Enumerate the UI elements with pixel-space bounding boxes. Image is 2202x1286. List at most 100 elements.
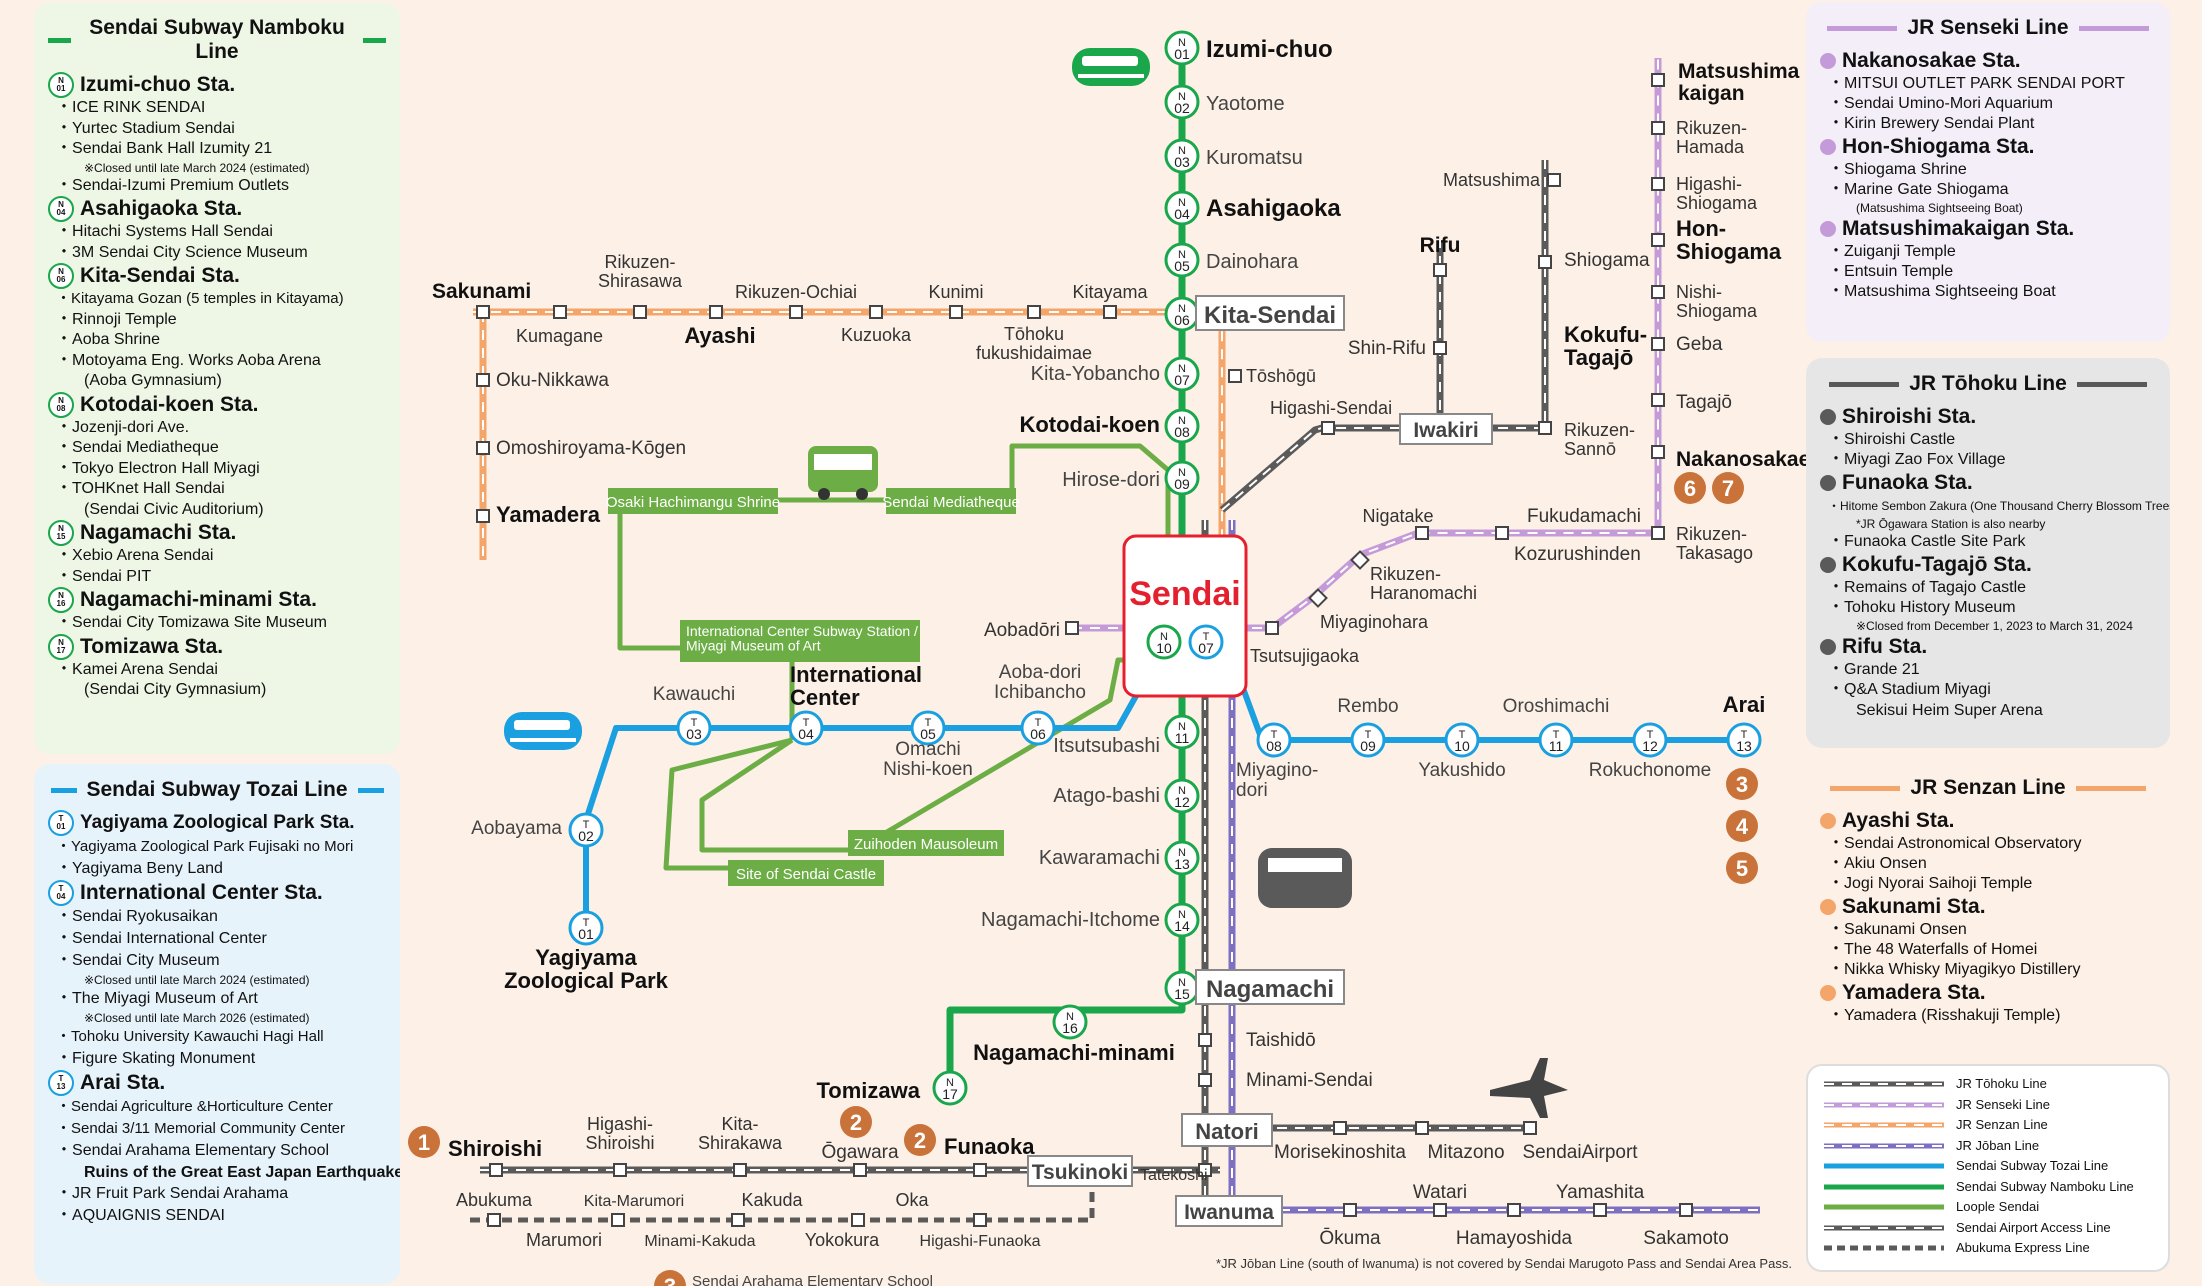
station-badge-number: 16 — [1062, 1020, 1078, 1036]
station-entry[interactable]: Sakunami Sta. — [1820, 894, 2156, 920]
jr-label-rikuzen-shirasawa: Rikuzen-Shirasawa — [598, 252, 683, 291]
legend-swatch — [1824, 1184, 1944, 1190]
legend-item: Loople Sendai — [1824, 1197, 2152, 1218]
jr-label-kitayama: Kitayama — [1072, 282, 1148, 302]
attraction-note: ※Closed until late March 2024 (estimated… — [84, 973, 310, 987]
legend-item: JR Tōhoku Line — [1824, 1074, 2152, 1095]
jr-station-marker — [973, 1213, 987, 1227]
attraction-item: Nikka Whisky Miyagikyo Distillery — [1820, 960, 2156, 980]
station-number-digits: 06 — [56, 275, 66, 284]
attraction-subline: Ruins of the Great East Japan Earthquake — [84, 1164, 400, 1181]
tozai-station-badge — [676, 710, 712, 746]
tozai-train-icon — [504, 712, 582, 750]
attraction-subline: Sekisui Heim Super Arena — [1856, 702, 2043, 719]
station-badge-letter: N — [1178, 91, 1186, 103]
station-number-digits: 01 — [56, 822, 66, 831]
station-number-digits: 04 — [56, 208, 66, 217]
attraction-item: Shiogama Shrine — [1820, 160, 2156, 180]
attraction-item: Figure Skating Monument — [48, 1048, 386, 1070]
station-entry[interactable]: Shiroishi Sta. — [1820, 404, 2156, 430]
jr-station-marker — [709, 305, 723, 319]
jr-station-marker — [476, 441, 490, 455]
attraction-subline: (Sendai City Gymnasium) — [84, 681, 267, 698]
namboku-station-label: Nagamachi-minami — [973, 1040, 1175, 1065]
jr-station-marker — [1651, 526, 1665, 540]
tozai-panel-title: Sendai Subway Tozai Line — [48, 778, 386, 802]
station-entry[interactable]: Yamadera Sta. — [1820, 980, 2156, 1006]
station-number-digits: 08 — [56, 403, 66, 413]
station-badge-letter: N — [1178, 415, 1186, 427]
legend-label: JR Senseki Line — [1956, 1096, 2050, 1112]
spot-osaki-hachimangu: Osaki Hachimangu Shrine — [606, 494, 780, 511]
jr-label-tatekoshi: Tatekoshi — [1140, 1167, 1208, 1184]
spot-sendai-mediatheque-box — [886, 488, 1016, 514]
station-badge-number: 08 — [1174, 424, 1190, 440]
jr-station-marker — [853, 1163, 867, 1177]
namboku-station-label: Kita-Yobancho — [1031, 363, 1160, 385]
station-number-letter: T — [58, 814, 64, 823]
jr-station-marker — [1350, 550, 1370, 570]
tohoku-panel-title: JR Tōhoku Line — [1820, 372, 2156, 396]
attraction-item: Yagiyama Beny Land — [48, 858, 386, 880]
jr-label-iwanuma-box — [1175, 1195, 1283, 1227]
attraction-item: Zuiganji Temple — [1820, 242, 2156, 262]
numbered-circle-label: 3 — [664, 1274, 676, 1286]
jr-station-marker — [1433, 341, 1447, 355]
jr-station-marker — [1651, 121, 1665, 135]
station-entry[interactable]: Hon-Shiogama Sta. — [1820, 134, 2156, 160]
namboku-station-label: Izumi-chuo — [1206, 36, 1333, 63]
jr-label-kozurushinden: Kozurushinden — [1514, 544, 1641, 565]
attraction-note: ※Closed from December 1, 2023 to March 3… — [1856, 619, 2133, 633]
station-entry[interactable]: Matsushimakaigan Sta. — [1820, 216, 2156, 242]
legend-swatch — [1824, 1081, 1944, 1087]
numbered-circle-icon — [1726, 810, 1758, 842]
legend-label: Abukuma Express Line — [1956, 1240, 2090, 1255]
jr-station-marker — [1547, 173, 1561, 187]
attraction-item: Tokyo Electron Hall Miyagi — [48, 459, 386, 480]
jr-label-omoshiroyama-kogen: Omoshiroyama-Kōgen — [496, 438, 686, 459]
jr-station-marker — [476, 509, 490, 523]
jr-station-marker — [1651, 73, 1665, 87]
jr-station-marker — [1415, 1121, 1429, 1135]
senseki-line-inner — [1072, 58, 1659, 629]
attraction-item: Sendai Agriculture &Horticulture Center — [48, 1096, 386, 1118]
station-entry-name: Nagamachi Sta. — [80, 521, 237, 544]
station-entry[interactable]: Funaoka Sta. — [1820, 470, 2156, 496]
station-entry[interactable]: Rifu Sta. — [1820, 634, 2156, 660]
legend-item: Abukuma Express Line — [1824, 1238, 2152, 1259]
legend-swatch — [1824, 1122, 1944, 1128]
sendai-tozai-badge — [1188, 624, 1224, 660]
tozai-station-badge — [568, 812, 604, 848]
spot-zuihoden-mausoleum: Zuihoden Mausoleum — [854, 836, 998, 853]
jr-station-marker — [633, 305, 647, 319]
station-entry[interactable]: Nakanosakae Sta. — [1820, 48, 2156, 74]
jr-label-higashi-shiogama: Higashi-Shiogama — [1676, 174, 1758, 213]
station-entry[interactable]: Ayashi Sta. — [1820, 808, 2156, 834]
station-entry[interactable]: Kokufu-Tagajō Sta. — [1820, 552, 2156, 578]
tozai-station-badge — [1444, 722, 1480, 758]
attraction-item: Yurtec Stadium Sendai — [48, 119, 386, 140]
attraction-item: Jogi Nyorai Saihoji Temple — [1820, 874, 2156, 894]
attraction-item: Sendai PIT — [48, 567, 386, 588]
jr-label-tsukinoki: Tsukinoki — [1032, 1161, 1128, 1184]
numbered-circle-label: 3 — [1736, 772, 1748, 797]
station-entry-name: Asahigaoka Sta. — [80, 197, 243, 220]
tozai-station-badge — [1632, 722, 1668, 758]
jr-label-higashi-funaoka: Higashi-Funaoka — [920, 1233, 1041, 1250]
legend-swatch — [1824, 1225, 1944, 1231]
line-dot-icon — [1820, 139, 1836, 155]
numbered-circle-icon — [408, 1126, 440, 1158]
attraction-item: Funaoka Castle Site Park — [1820, 532, 2156, 552]
